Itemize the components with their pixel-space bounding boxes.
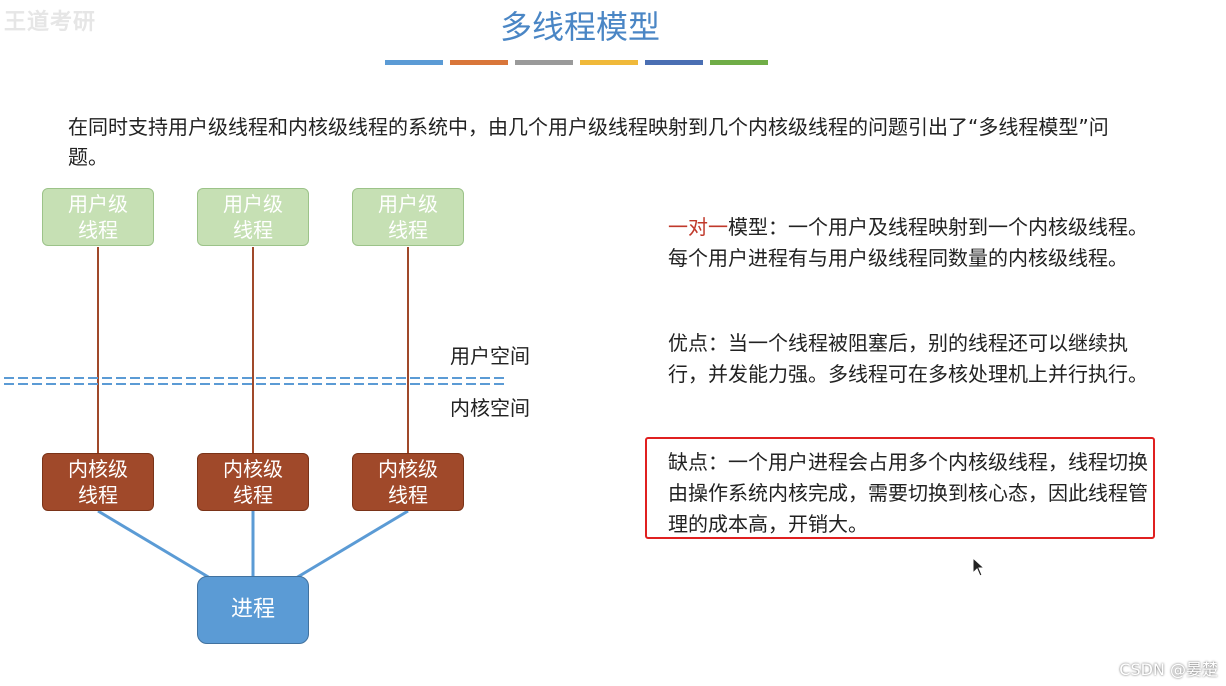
- color-stripes: [385, 60, 768, 65]
- connector-kernel-process-3: [295, 509, 409, 580]
- user-thread-box: 用户级 线程: [197, 188, 309, 246]
- stripe: [710, 60, 768, 65]
- user-thread-label: 用户级 线程: [378, 192, 438, 242]
- kernel-thread-label: 内核级 线程: [378, 457, 438, 507]
- user-space-label: 用户空间: [450, 344, 530, 368]
- stripe: [645, 60, 703, 65]
- user-thread-label: 用户级 线程: [223, 192, 283, 242]
- watermark-logo: 王道考研: [4, 10, 97, 35]
- slide-title: 多线程模型: [499, 8, 660, 46]
- model-text: 模型：一个用户及线程映射到一个内核级线程。每个用户进程有与用户级线程同数量的内核…: [668, 215, 1148, 270]
- kernel-thread-box: 内核级 线程: [352, 453, 464, 511]
- process-label: 进程: [230, 597, 275, 622]
- connector-kernel-process-1: [97, 509, 211, 580]
- kernel-thread-box: 内核级 线程: [197, 453, 309, 511]
- stripe: [580, 60, 638, 65]
- pros-text: 优点：当一个线程被阻塞后，别的线程还可以继续执行，并发能力强。多线程可在多核处理…: [668, 331, 1148, 386]
- user-thread-box: 用户级 线程: [42, 188, 154, 246]
- process-box: 进程: [197, 576, 309, 644]
- user-thread-box: 用户级 线程: [352, 188, 464, 246]
- kernel-thread-label: 内核级 线程: [68, 457, 128, 507]
- stripe: [515, 60, 573, 65]
- cons-highlight-box: [645, 437, 1155, 539]
- cons-text: 缺点：一个用户进程会占用多个内核级线程，线程切换由操作系统内核完成，需要切换到核…: [668, 450, 1148, 536]
- model-description: 一对一模型：一个用户及线程映射到一个内核级线程。每个用户进程有与用户级线程同数量…: [668, 212, 1148, 274]
- intro-text: 在同时支持用户级线程和内核级线程的系统中，由几个用户级线程映射到几个内核级线程的…: [68, 115, 1109, 169]
- user-thread-label: 用户级 线程: [68, 192, 128, 242]
- kernel-space-label: 内核空间: [450, 396, 530, 420]
- model-name: 一对一: [668, 215, 728, 239]
- footer-credit: CSDN @晏楚: [1119, 660, 1218, 679]
- mouse-cursor-icon: [972, 557, 986, 577]
- kernel-thread-box: 内核级 线程: [42, 453, 154, 511]
- stripe: [385, 60, 443, 65]
- stripe: [450, 60, 508, 65]
- kernel-thread-label: 内核级 线程: [223, 457, 283, 507]
